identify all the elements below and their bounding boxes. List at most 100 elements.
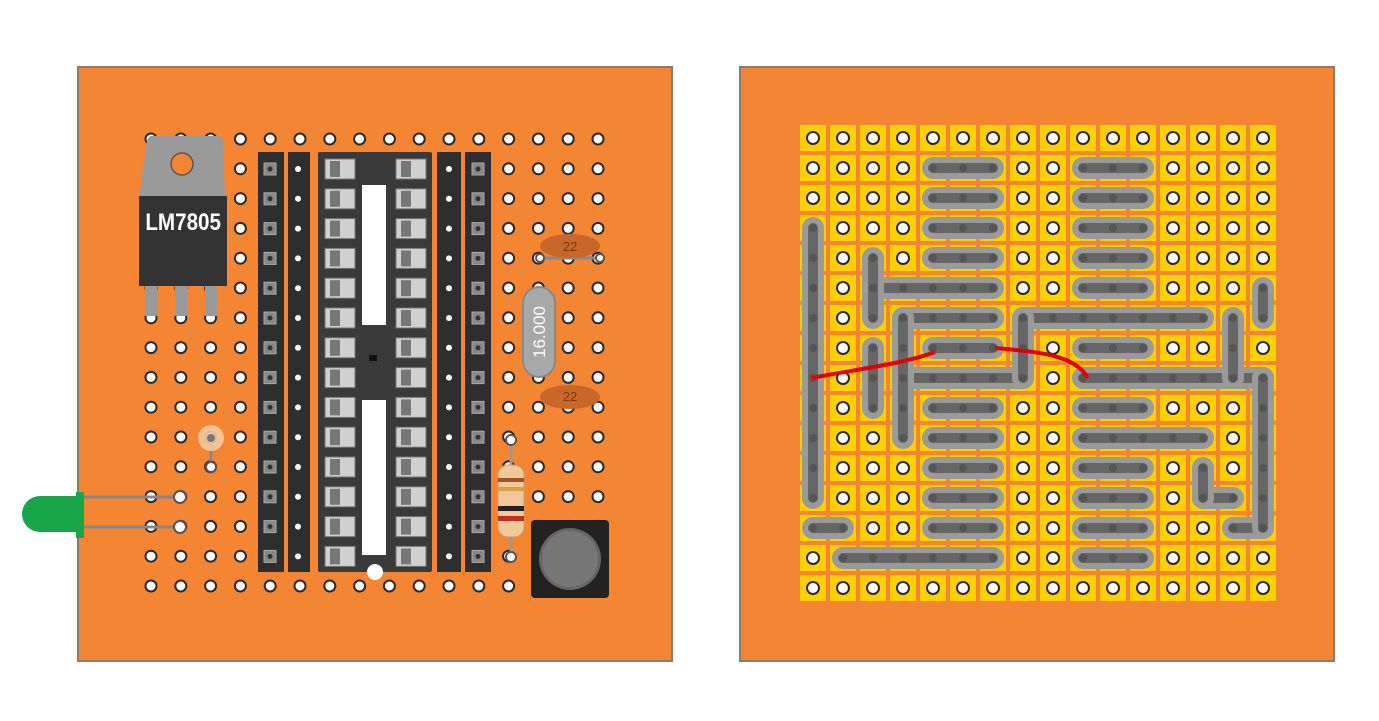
trace-hole bbox=[1259, 434, 1267, 442]
trace-hole bbox=[1169, 434, 1177, 442]
pad-hole bbox=[1016, 161, 1030, 175]
trace-hole bbox=[989, 164, 997, 172]
trace-hole bbox=[1109, 254, 1117, 262]
crystal: 16.000 bbox=[522, 286, 556, 378]
pad-hole bbox=[1166, 581, 1180, 595]
trace-hole bbox=[1079, 164, 1087, 172]
ic-pin-pad bbox=[330, 548, 340, 565]
pad-hole bbox=[1226, 551, 1240, 565]
hole bbox=[442, 579, 456, 593]
trace-hole bbox=[1079, 524, 1087, 532]
pad-hole bbox=[866, 491, 880, 505]
trace-hole bbox=[899, 404, 907, 412]
hole bbox=[144, 370, 158, 384]
hole bbox=[502, 251, 516, 265]
hole bbox=[233, 370, 247, 384]
pad-hole bbox=[1046, 251, 1060, 265]
hole bbox=[293, 132, 307, 146]
hole bbox=[174, 549, 188, 563]
trace-hole bbox=[899, 314, 907, 322]
ic-pin-pad bbox=[330, 220, 340, 237]
pad-hole bbox=[986, 131, 1000, 145]
hole bbox=[233, 132, 247, 146]
pad-hole bbox=[1226, 401, 1240, 415]
trace-hole bbox=[1109, 164, 1117, 172]
socket-pin bbox=[295, 553, 301, 560]
trace-hole bbox=[929, 314, 937, 322]
hole bbox=[174, 400, 188, 414]
socket-pin bbox=[267, 553, 273, 559]
pad-hole bbox=[1046, 431, 1060, 445]
trace-hole bbox=[1169, 374, 1177, 382]
socket-pin bbox=[475, 464, 481, 470]
pad-hole bbox=[1166, 491, 1180, 505]
pad-hole bbox=[1076, 581, 1090, 595]
trace-hole bbox=[1259, 284, 1267, 292]
hole bbox=[204, 519, 218, 533]
pad-hole bbox=[806, 191, 820, 205]
trace-hole bbox=[809, 314, 817, 322]
trace-hole bbox=[929, 554, 937, 562]
socket-pin bbox=[267, 226, 273, 232]
trace-hole bbox=[1139, 344, 1147, 352]
ic-pin-pad bbox=[401, 161, 411, 177]
trace-hole bbox=[809, 284, 817, 292]
pad-hole bbox=[1136, 131, 1150, 145]
trace-hole bbox=[1079, 344, 1087, 352]
socket-pin bbox=[446, 523, 452, 530]
socket-pin bbox=[446, 225, 452, 232]
hole bbox=[233, 281, 247, 295]
hole bbox=[591, 311, 605, 325]
pad-hole bbox=[1226, 191, 1240, 205]
trace-hole bbox=[959, 164, 967, 172]
trace-hole bbox=[899, 374, 907, 382]
trace-hole bbox=[1079, 194, 1087, 202]
hole bbox=[591, 490, 605, 504]
hole bbox=[144, 400, 158, 414]
ic-pin-pad bbox=[330, 518, 340, 535]
trace-hole bbox=[839, 554, 847, 562]
trace-hole bbox=[1139, 194, 1147, 202]
pad-hole bbox=[1016, 551, 1030, 565]
trace-hole bbox=[869, 314, 877, 322]
trace-hole bbox=[989, 254, 997, 262]
hole bbox=[591, 400, 605, 414]
pad-hole bbox=[1256, 191, 1270, 205]
socket-pin bbox=[267, 166, 273, 172]
trace-hole bbox=[899, 434, 907, 442]
pad-hole bbox=[1046, 401, 1060, 415]
trace-hole bbox=[809, 254, 817, 262]
ic-pin-pad bbox=[330, 250, 340, 267]
trace-hole bbox=[1019, 374, 1027, 382]
pad-hole bbox=[896, 161, 910, 175]
hole bbox=[204, 549, 218, 563]
socket-pin bbox=[475, 404, 481, 410]
pad-hole bbox=[1166, 521, 1180, 535]
socket-pin bbox=[295, 523, 301, 530]
hole bbox=[204, 370, 218, 384]
pad-hole bbox=[896, 581, 910, 595]
pad-hole bbox=[1046, 521, 1060, 535]
hole bbox=[144, 341, 158, 355]
pad-hole bbox=[1016, 581, 1030, 595]
hole bbox=[174, 430, 188, 444]
pad-hole bbox=[1256, 221, 1270, 235]
trace-hole bbox=[1109, 224, 1117, 232]
trace-hole bbox=[809, 404, 817, 412]
pad-hole bbox=[896, 191, 910, 205]
trace-hole bbox=[1139, 494, 1147, 502]
trace-hole bbox=[1199, 494, 1207, 502]
trace-hole bbox=[929, 524, 937, 532]
socket-pin bbox=[446, 374, 452, 381]
pad-hole bbox=[1196, 251, 1210, 265]
pad-hole bbox=[926, 131, 940, 145]
solder-side-board bbox=[739, 66, 1335, 662]
cap-bottom-label: 22 bbox=[563, 389, 577, 404]
trace-hole bbox=[899, 344, 907, 352]
trace-hole bbox=[959, 404, 967, 412]
pad-hole bbox=[1196, 161, 1210, 175]
pad-hole bbox=[836, 251, 850, 265]
pad-hole bbox=[1256, 551, 1270, 565]
trace-hole bbox=[1199, 314, 1207, 322]
trace-hole bbox=[1139, 254, 1147, 262]
